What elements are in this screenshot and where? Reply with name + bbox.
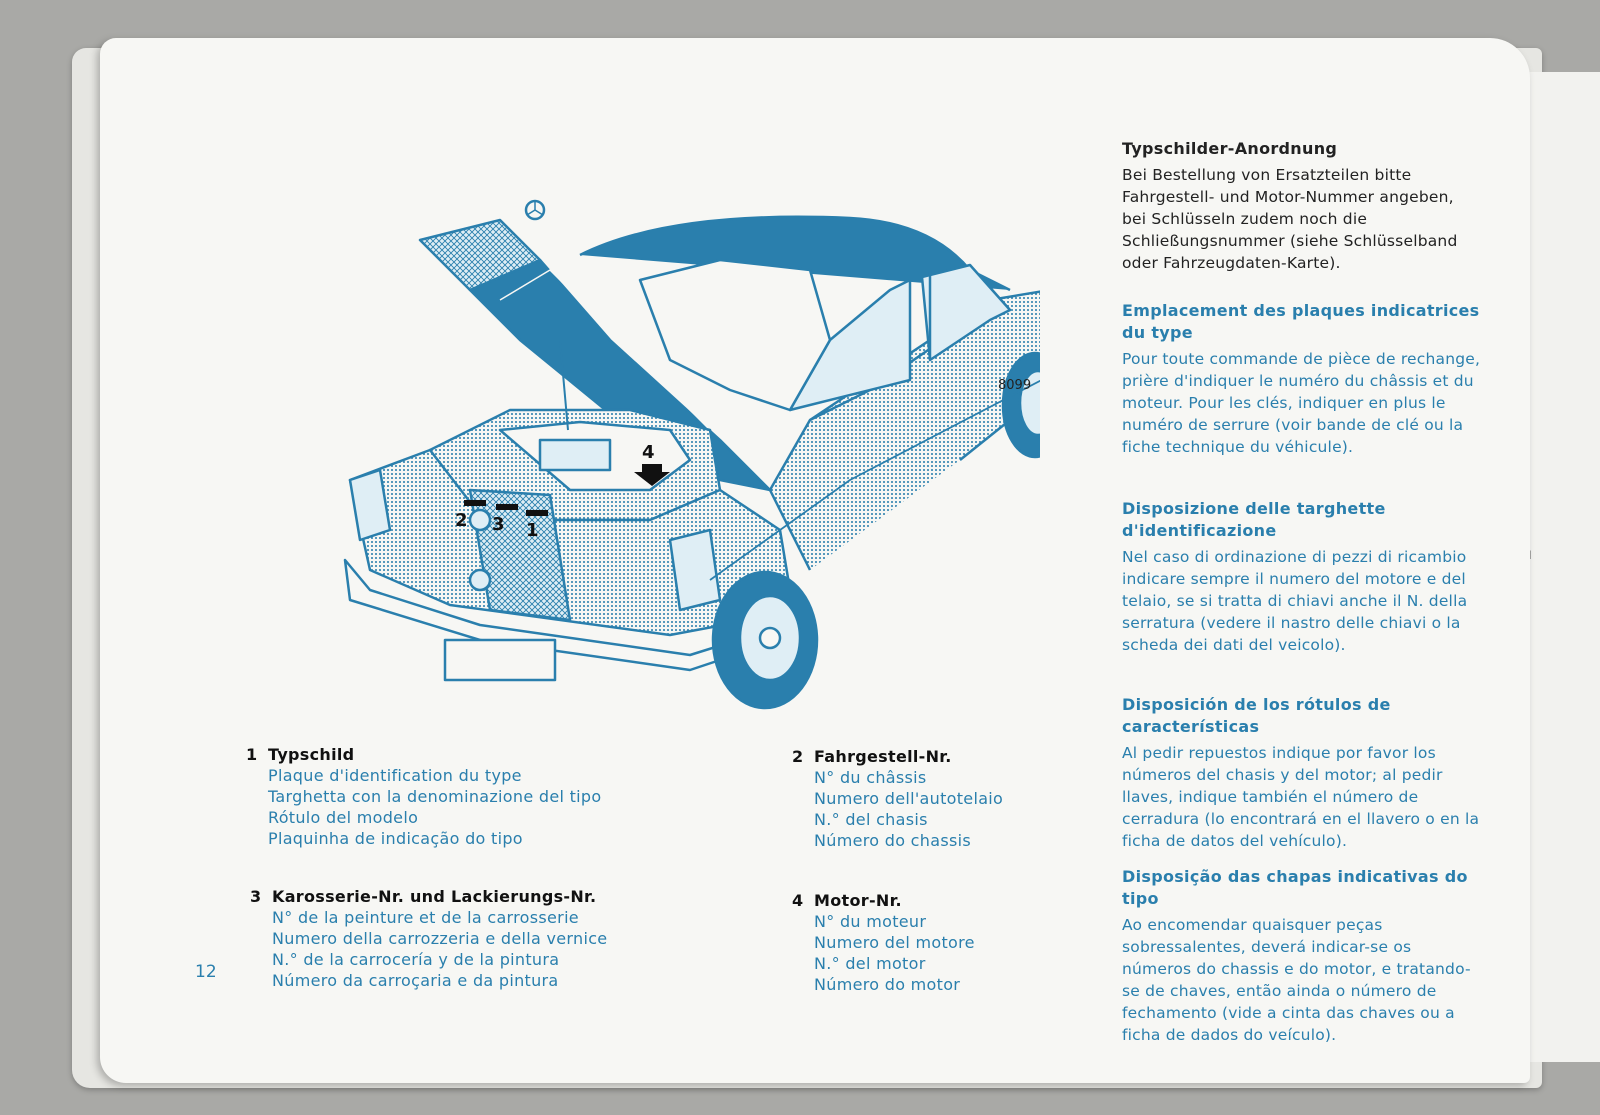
section-title: Disposizione delle targhette d'identific… [1122, 499, 1386, 540]
caption-line: Numero del motore [814, 933, 975, 952]
caption-line: Targhetta con la denominazione del tipo [268, 787, 602, 806]
caption-number: 2 [792, 747, 804, 766]
section-title: Disposición de los rótulos de caracterís… [1122, 695, 1391, 736]
section-italian: Disposizione delle targhette d'identific… [1122, 498, 1482, 656]
marker-4: 4 [642, 442, 655, 463]
caption-line: N.° del motor [814, 954, 926, 973]
caption-heading: Typschild [268, 745, 355, 764]
caption-line: Numero della carrozzeria e della vernice [272, 929, 608, 948]
caption-4: 4 Motor-Nr. N° du moteur Numero del motor… [792, 890, 975, 995]
caption-1: 1 Typschild Plaque d'identification du ty… [246, 744, 601, 849]
figure-number: 8099 [998, 378, 1032, 393]
page-number: 12 [195, 962, 217, 982]
caption-line: Plaque d'identification du type [268, 766, 522, 785]
caption-line: Rótulo del modelo [268, 808, 419, 827]
caption-line: N° de la peinture et de la carrosserie [272, 908, 579, 927]
section-body: Al pedir repuestos indique por favor los… [1122, 744, 1480, 850]
marker-1: 1 [526, 520, 539, 541]
section-body: Bei Bestellung von Ersatzteilen bitte Fa… [1122, 166, 1458, 272]
section-title: Disposição das chapas indicativas do tip… [1122, 867, 1468, 908]
section-title: Emplacement des plaques indicatrices du … [1122, 301, 1480, 342]
caption-line: Número do chassis [814, 831, 971, 850]
caption-line: Número do motor [814, 975, 961, 994]
section-body: Ao encomendar quaisquer peças sobressale… [1122, 916, 1471, 1044]
caption-3: 3 Karosserie-Nr. und Lackierungs-Nr. N° d… [250, 886, 607, 991]
section-title: Typschilder-Anordnung [1122, 139, 1338, 158]
caption-line: Plaquinha de indicação do tipo [268, 829, 523, 848]
caption-line: Número da carroçaria e da pintura [272, 971, 559, 990]
caption-heading: Karosserie-Nr. und Lackierungs-Nr. [272, 887, 597, 906]
marker-3: 3 [492, 514, 505, 535]
caption-line: N° du châssis [814, 768, 927, 787]
section-spanish: Disposición de los rótulos de caracterís… [1122, 694, 1482, 852]
car-illustration: 2 3 1 4 [343, 199, 1040, 710]
caption-line: N° du moteur [814, 912, 927, 931]
section-body: Nel caso di ordinazione di pezzi di rica… [1122, 548, 1468, 654]
section-portuguese: Disposição das chapas indicativas do tip… [1122, 866, 1482, 1046]
caption-line: N.° del chasis [814, 810, 928, 829]
caption-number: 1 [246, 745, 258, 764]
caption-number: 3 [250, 887, 262, 906]
marker-2: 2 [455, 510, 468, 531]
section-german: Typschilder-Anordnung Bei Bestellung von… [1122, 138, 1482, 274]
caption-line: Numero dell'autotelaio [814, 789, 1004, 808]
caption-heading: Fahrgestell-Nr. [814, 747, 952, 766]
section-french: Emplacement des plaques indicatrices du … [1122, 300, 1482, 458]
caption-line: N.° de la carrocería y de la pintura [272, 950, 560, 969]
caption-number: 4 [792, 891, 804, 910]
section-body: Pour toute commande de pièce de rechange… [1122, 350, 1481, 456]
caption-heading: Motor-Nr. [814, 891, 902, 910]
caption-2: 2 Fahrgestell-Nr. N° du châssis Numero de… [792, 746, 1003, 851]
